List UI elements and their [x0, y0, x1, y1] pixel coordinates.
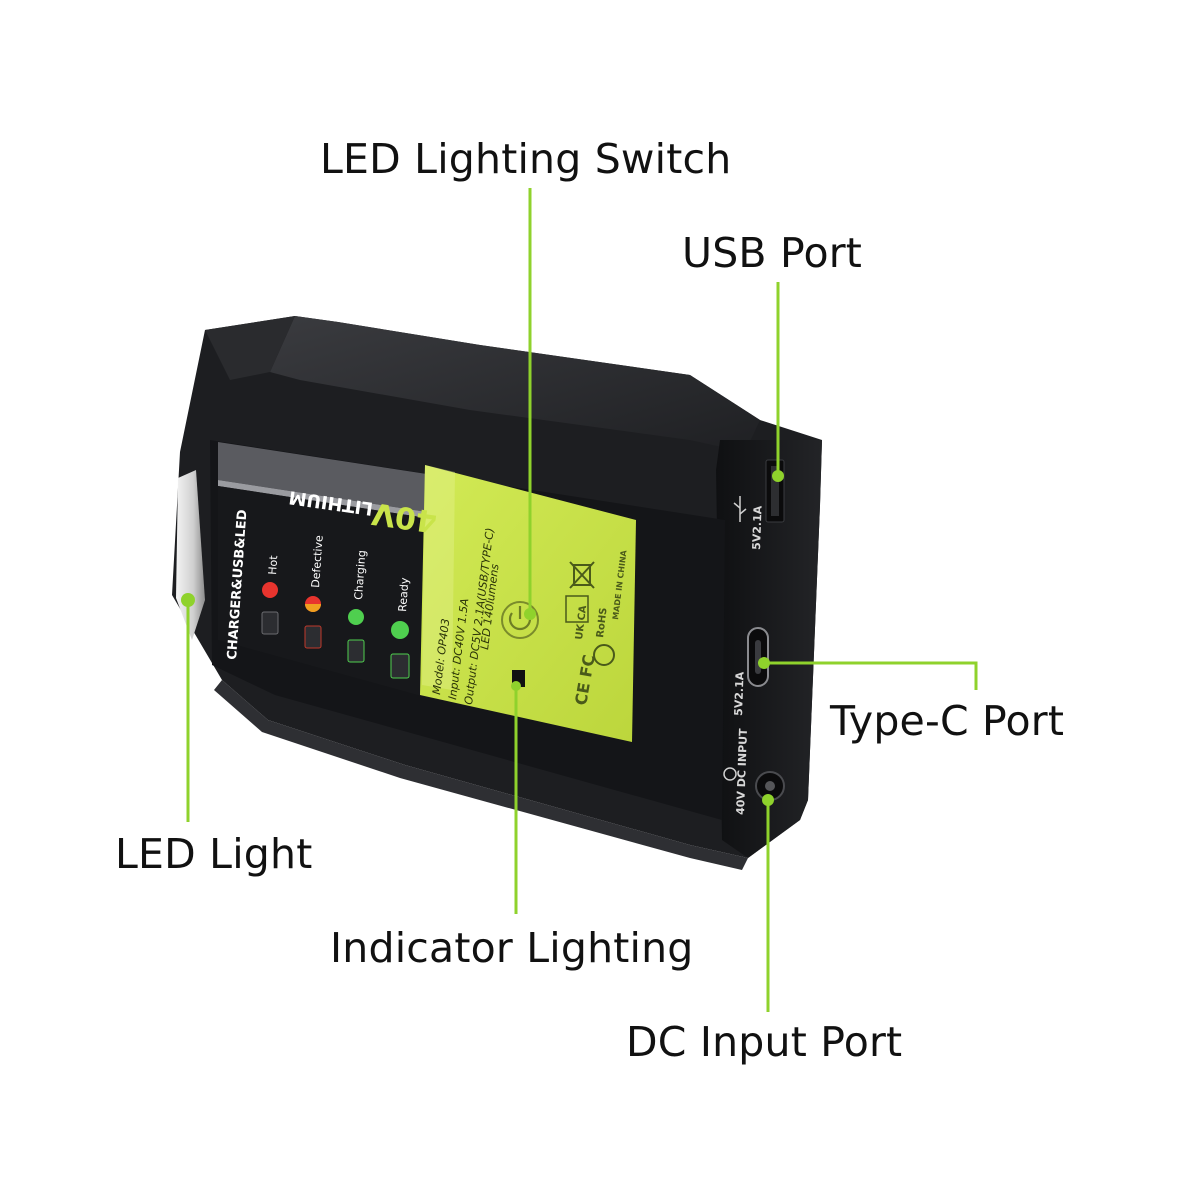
- rohs-text: RoHS: [595, 607, 610, 638]
- battery-error-icon: [304, 625, 322, 649]
- usb-port[interactable]: [765, 459, 785, 523]
- ukca-mark: [565, 595, 589, 623]
- battery-full-icon: [390, 653, 410, 679]
- endpoint-usb-port: [772, 470, 784, 482]
- indicator-label-hot: Hot: [266, 554, 280, 575]
- thermometer-icon: [261, 611, 279, 635]
- bottom-rim: [214, 680, 748, 870]
- callout-indicator-lighting: Indicator Lighting: [330, 924, 694, 972]
- recycle-icon: [593, 644, 615, 666]
- typec-port[interactable]: [747, 627, 769, 687]
- leader-lines: [186, 188, 978, 1012]
- usb-icon: [733, 496, 747, 522]
- led-switch-button[interactable]: [501, 601, 539, 639]
- leader-typec-port: [764, 661, 978, 690]
- endpoint-led-switch: [524, 608, 536, 620]
- led-indicator-charging: [348, 609, 364, 625]
- dc-input-text: 40V DC INPUT: [734, 728, 750, 815]
- endpoint-led-light: [181, 593, 195, 607]
- top-ridge: [270, 316, 760, 452]
- endpoint-indicator: [511, 681, 521, 691]
- leader-endpoints: [181, 470, 784, 806]
- top-rail: [205, 316, 295, 380]
- endpoint-dc-input: [762, 794, 774, 806]
- indicator-label-ready: Ready: [396, 577, 411, 612]
- charger-device: CE FC 40VLITHIUM CHARGER&USB&LED Hot Def…: [172, 316, 822, 870]
- callout-typec-port: Type-C Port: [830, 697, 1065, 745]
- ukca-text: UK CA: [574, 605, 589, 641]
- weee-bin-icon: [569, 561, 595, 589]
- battery-charging-icon: [347, 639, 365, 663]
- callout-dc-input-port: DC Input Port: [626, 1018, 903, 1066]
- led-indicator-ready: [391, 621, 409, 639]
- typec-rating-text: 5V2.1A: [732, 671, 747, 716]
- callout-usb-port: USB Port: [682, 229, 863, 277]
- callout-led-lighting-switch: LED Lighting Switch: [320, 135, 732, 183]
- indicator-label-defective: Defective: [309, 535, 326, 589]
- callout-led-light: LED Light: [115, 830, 313, 878]
- endpoint-typec-port: [758, 657, 770, 669]
- indicator-panel: [218, 486, 440, 700]
- indicator-label-charging: Charging: [352, 550, 368, 601]
- brand-banner: [218, 442, 440, 520]
- led-indicator-hot: [262, 582, 278, 598]
- dc-polarity-icon: [723, 767, 737, 781]
- usb-rating-text: 5V2.1A: [750, 505, 765, 550]
